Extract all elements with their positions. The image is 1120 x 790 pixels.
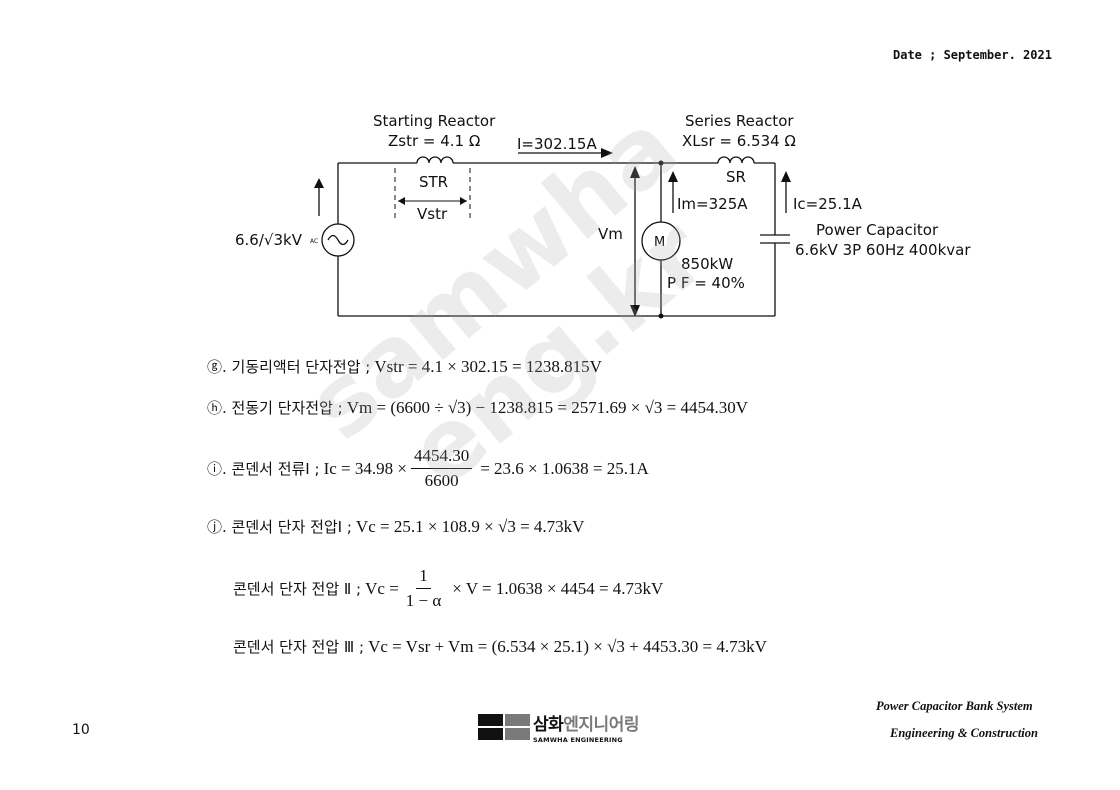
equation-j-label: ⓙ. 콘덴서 단자 전압Ⅰ ; [207,518,352,536]
equation-i-numerator: 4454.30 [410,446,473,469]
junction-top [658,160,664,166]
equation-i-fraction: 4454.30 6600 [410,446,473,491]
equation-k-rhs: × V = 1.0638 × 4454 = 4.73kV [452,578,664,598]
equation-g: ⓖ. 기동리액터 단자전압 ; Vstr = 4.1 × 302.15 = 12… [207,356,602,377]
vm-arrow-head-bottom [630,305,640,317]
equation-k-numerator: 1 [416,566,431,589]
logo-korean-1: 삼화 [533,715,564,735]
equation-g-label: ⓖ. 기동리액터 단자전압 ; [207,358,371,376]
capacitor-spec: 6.6kV 3P 60Hz 400kvar [795,241,971,259]
equation-i: ⓘ. 콘덴서 전류Ⅰ ; Ic = 34.98 × 4454.30 6600 =… [207,446,649,491]
logo-blocks-icon [478,714,530,740]
vm-arrow-head-top [630,166,640,178]
circuit-diagram: Starting Reactor Zstr = 4.1 Ω I=302.15A … [235,112,971,319]
cap-current-label: Ic=25.1A [793,195,863,213]
equation-k-denominator: 1 − α [405,591,442,610]
page-number: 10 [72,722,90,738]
logo-english: SAMWHA ENGINEERING [533,736,623,744]
motor-pf-label: P F = 40% [667,274,745,292]
series-reactor-value: XLsr = 6.534 Ω [682,132,796,150]
equation-h-math: Vm = (6600 ÷ √3) − 1238.815 = 2571.69 × … [346,397,749,417]
vstr-label: Vstr [417,205,448,223]
main-arrow-head [601,148,613,158]
equation-i-denominator: 6600 [424,471,459,490]
junction-bottom [658,313,664,319]
company-logo: 삼화엔지니어링 SAMWHA ENGINEERING [478,710,639,744]
series-reactor-inductor [717,156,755,164]
motor-power-label: 850kW [681,255,733,273]
starting-reactor-inductor [416,156,454,164]
motor-arrow-head [668,171,678,182]
sr-label: SR [726,168,746,186]
logo-korean-2: 엔지니어링 [563,715,639,735]
ac-sine-wave [327,234,349,246]
document-date: Date ; September. 2021 [893,48,1052,62]
equation-h: ⓗ. 전동기 단자전압 ; Vm = (6600 ÷ √3) − 1238.81… [207,397,748,418]
motor-symbol [641,221,681,261]
equation-k: 콘덴서 단자 전압 Ⅱ ; Vc = 1 1 − α × V = 1.0638 … [233,566,663,611]
motor-label: M [654,235,665,250]
equation-l: 콘덴서 단자 전압 Ⅲ ; Vc = Vsr + Vm = (6.534 × 2… [233,636,767,657]
equation-j: ⓙ. 콘덴서 단자 전압Ⅰ ; Vc = 25.1 × 108.9 × √3 =… [207,516,584,537]
vstr-arrow-right [460,197,467,205]
equation-l-label: 콘덴서 단자 전압 Ⅲ ; [233,638,365,656]
equation-g-math: Vstr = 4.1 × 302.15 = 1238.815V [374,356,602,376]
starting-reactor-title: Starting Reactor [373,112,496,130]
equation-i-lhs: Ic = 34.98 × [323,458,407,478]
equation-k-label: 콘덴서 단자 전압 Ⅱ ; [233,580,362,598]
capacitor-title: Power Capacitor [816,221,939,239]
vstr-arrow-left [398,197,405,205]
equation-j-math: Vc = 25.1 × 108.9 × √3 = 4.73kV [355,516,585,536]
source-arrow-head [314,178,324,188]
equation-k-lhs: Vc = [365,578,399,598]
motor-current-label: Im=325A [677,195,748,213]
series-reactor-title: Series Reactor [685,112,794,130]
equation-i-rhs: = 23.6 × 1.0638 = 25.1A [480,458,649,478]
footer-line-2: Engineering & Construction [890,726,1038,740]
cap-arrow-head [781,171,791,182]
equation-l-math: Vc = Vsr + Vm = (6.534 × 25.1) × √3 + 44… [368,636,767,656]
equation-i-label: ⓘ. 콘덴서 전류Ⅰ ; [207,460,320,478]
ac-label: AC [310,238,318,245]
footer-line-1: Power Capacitor Bank System [876,699,1033,713]
starting-reactor-value: Zstr = 4.1 Ω [388,132,480,150]
equation-k-fraction: 1 1 − α [403,566,445,611]
equation-h-label: ⓗ. 전동기 단자전압 ; [207,399,343,417]
source-voltage-label: 6.6/√3kV [235,231,303,249]
vm-label: Vm [598,225,623,243]
str-label: STR [419,173,448,191]
main-current-label: I=302.15A [517,135,597,153]
